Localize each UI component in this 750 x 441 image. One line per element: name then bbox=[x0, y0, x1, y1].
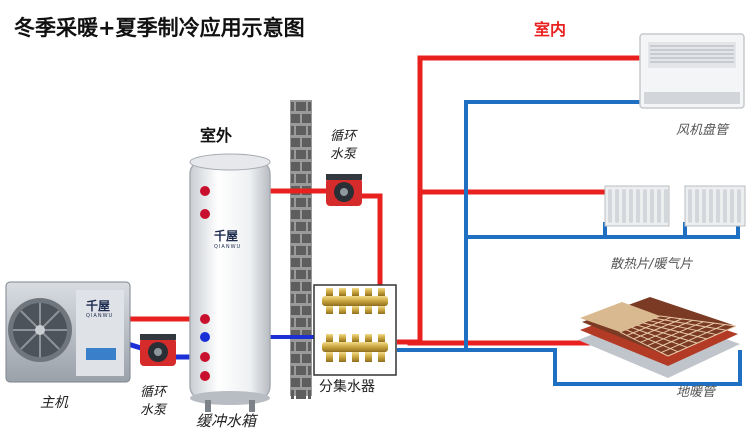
diagram-title: 冬季采暖+夏季制冷应用示意图 bbox=[14, 16, 305, 40]
pump-bottom bbox=[140, 334, 176, 366]
supply-pipe-pump-to-manifold bbox=[362, 193, 383, 299]
main-unit bbox=[5, 281, 131, 383]
floor-heating-block bbox=[578, 297, 740, 378]
tank-logo: 千屋 bbox=[214, 229, 239, 243]
buffer-tank-label: 缓冲水箱 bbox=[196, 412, 257, 430]
pump-bottom-label: 循环水泵 bbox=[140, 385, 167, 418]
unit-logo: 千屋 bbox=[86, 299, 111, 313]
radiator-right bbox=[684, 185, 746, 227]
pump-top-label: 循环水泵 bbox=[330, 129, 357, 162]
unit-logo-pinyin: QIANWU bbox=[86, 313, 114, 319]
manifold-label: 分集水器 bbox=[319, 379, 375, 395]
outdoor-label: 室外 bbox=[200, 126, 233, 145]
indoor-supply-pipes bbox=[397, 55, 642, 346]
indoor-label: 室内 bbox=[534, 20, 567, 39]
indoor-return-pipes bbox=[397, 100, 742, 386]
brick-wall bbox=[290, 100, 312, 399]
fan-coil-unit bbox=[639, 33, 745, 109]
buffer-tank bbox=[189, 153, 271, 412]
radiator-left bbox=[604, 185, 670, 227]
pump-top bbox=[326, 174, 362, 206]
floor-heating-label: 地暖管 bbox=[676, 385, 716, 400]
manifold bbox=[313, 284, 397, 376]
fan-coil-label: 风机盘管 bbox=[676, 123, 729, 138]
radiator-label: 散热片/暖气片 bbox=[610, 257, 693, 272]
main-unit-label: 主机 bbox=[40, 395, 68, 411]
tank-logo-pinyin: QIANWU bbox=[214, 244, 242, 250]
